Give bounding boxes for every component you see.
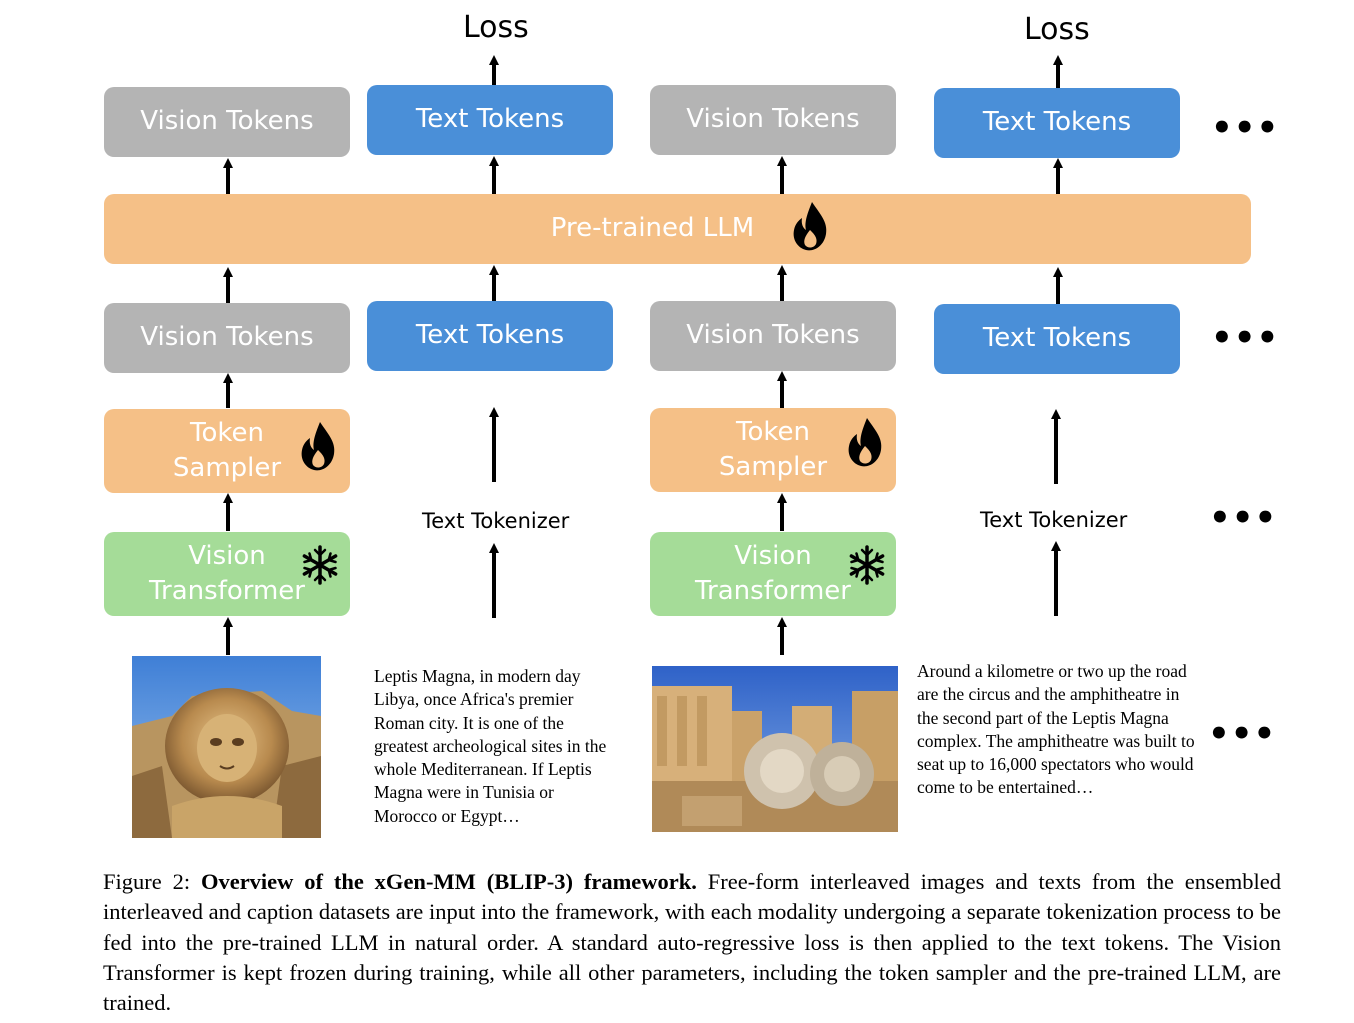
input-text-tokens-2: Text Tokens	[934, 304, 1180, 374]
input-text-tokens-1-label: Text Tokens	[415, 320, 565, 351]
arrows-layer	[223, 55, 1063, 655]
ellipsis-input-row: •••	[1211, 318, 1280, 358]
fire-icon	[848, 418, 882, 467]
input-text-tokens-1: Text Tokens	[367, 301, 613, 371]
text-passage-1: Leptis Magna, in modern day Libya, once …	[374, 666, 607, 826]
output-vision-tokens-1: Vision Tokens	[104, 87, 350, 157]
pretrained-llm-label: Pre-trained LLM	[550, 213, 755, 244]
vision-transformer-2-label: Vision Transformer	[694, 540, 851, 606]
text-tokenizer-label-2: Text Tokenizer	[980, 508, 1128, 532]
token-sampler-2-label: Token Sampler	[718, 416, 828, 482]
token-sampler-1: Token Sampler	[104, 409, 350, 493]
medusa-photo-1	[132, 656, 321, 838]
figure-caption: Figure 2: Overview of the xGen-MM (BLIP-…	[103, 867, 1281, 1018]
loss-label-2: Loss	[1024, 12, 1090, 47]
vision-transformer-2: Vision Transformer	[650, 532, 896, 616]
input-vision-tokens-2-label: Vision Tokens	[686, 320, 860, 351]
fire-icon	[301, 422, 335, 471]
input-vision-tokens-1: Vision Tokens	[104, 303, 350, 373]
input-vision-tokens-1-label: Vision Tokens	[140, 322, 314, 353]
snowflake-icon	[849, 545, 885, 585]
ellipsis-tokenizer-row: •••	[1209, 498, 1278, 538]
figure-body: Free-form interleaved images and texts f…	[103, 869, 1282, 1016]
input-text-tokens-2-label: Text Tokens	[982, 323, 1132, 354]
vision-transformer-1: Vision Transformer	[104, 532, 350, 616]
fire-icon	[793, 202, 827, 251]
ellipsis-data-row: •••	[1208, 714, 1277, 754]
snowflake-icon	[302, 545, 338, 585]
output-vision-tokens-2: Vision Tokens	[650, 85, 896, 155]
input-vision-tokens-2: Vision Tokens	[650, 301, 896, 371]
ellipsis-output-row: •••	[1211, 108, 1280, 148]
token-sampler-1-label: Token Sampler	[172, 417, 282, 483]
output-text-tokens-2: Text Tokens	[934, 88, 1180, 158]
loss-label-1: Loss	[463, 10, 529, 45]
output-text-tokens-1: Text Tokens	[367, 85, 613, 155]
output-text-tokens-2-label: Text Tokens	[982, 107, 1132, 138]
vision-transformer-1-label: Vision Transformer	[148, 540, 305, 606]
ruins-photo-2	[652, 666, 898, 832]
output-vision-tokens-2-label: Vision Tokens	[686, 104, 860, 135]
output-text-tokens-1-label: Text Tokens	[415, 104, 565, 135]
pretrained-llm: Pre-trained LLM	[104, 194, 1251, 264]
output-vision-tokens-1-label: Vision Tokens	[140, 106, 314, 137]
text-tokenizer-label-1: Text Tokenizer	[422, 509, 570, 533]
figure-title: Overview of the xGen-MM (BLIP-3) framewo…	[200, 869, 697, 894]
text-passage-2: Around a kilometre or two up the road ar…	[917, 661, 1195, 798]
figure-label: Figure 2:	[103, 869, 191, 894]
